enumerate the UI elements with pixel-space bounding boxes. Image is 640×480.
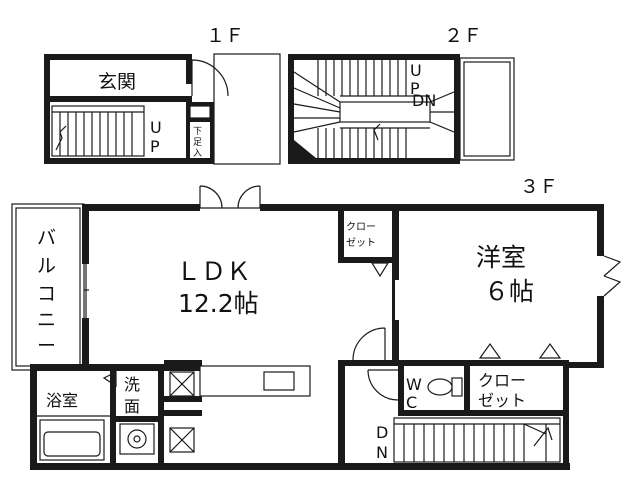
balcony-label-3: コ — [37, 283, 56, 305]
closet-3f-label-2: ゼット — [478, 391, 526, 410]
stairs-2f-dn: DN — [412, 91, 436, 110]
kitchen-counter — [164, 360, 311, 397]
washroom-label-2: 面 — [124, 397, 140, 416]
wc-label-c: C — [406, 393, 417, 412]
shoe-rack-label-3: 入 — [193, 148, 202, 159]
stairs-2f-up-p: P — [410, 79, 420, 98]
stairs-3f — [393, 417, 561, 463]
stairs-1f-up-u: U — [150, 118, 162, 137]
balcony-label-2: ル — [37, 255, 56, 277]
stairs-3f-dn-d: D — [376, 423, 388, 442]
floor-label-1f: １Ｆ — [206, 25, 244, 47]
bath-label: 浴室 — [46, 391, 78, 410]
shoe-rack-label-2: 足 — [193, 137, 202, 148]
floor-1f: 玄関 U P 下 足 入 — [44, 53, 281, 165]
stairs-3f-dn-n: N — [376, 443, 388, 462]
closet-3f-label-1: クロー — [478, 371, 526, 390]
western-room-size-label: ６帖 — [484, 277, 534, 306]
shoe-rack-label-1: 下 — [193, 127, 202, 137]
balcony-label-1: バ — [37, 227, 56, 249]
floor-3f: ＬＤＫ 12.2帖 洋室 ６帖 バ ル コ ニ ー 浴室 洗 面 W C クロー… — [11, 185, 622, 470]
toilet-icon — [427, 377, 463, 397]
closet-ldk-label-2: ゼット — [346, 237, 376, 249]
ldk-size-label: 12.2帖 — [178, 289, 259, 318]
balcony-label-5: ー — [37, 335, 56, 357]
stairs-2f-up-u: U — [410, 61, 422, 80]
entrance-label: 玄関 — [98, 71, 136, 93]
bathtub-icon — [39, 419, 105, 461]
wc-label-w: W — [406, 375, 422, 394]
floor-label-3f: ３Ｆ — [520, 176, 558, 198]
stairs-1f-up-p: P — [150, 137, 160, 156]
closet-ldk-label-1: クロー — [346, 221, 376, 233]
western-room-name-label: 洋室 — [476, 243, 526, 272]
floor-2f: U P DN — [288, 54, 515, 164]
stairs-1f — [51, 105, 145, 157]
ldk-name-label: ＬＤＫ — [176, 257, 251, 286]
floor-label-2f: ２Ｆ — [444, 25, 482, 47]
stairs-2f — [293, 60, 455, 158]
washbasin-icon — [119, 423, 155, 455]
balcony-label-4: ニ — [37, 309, 56, 331]
washroom-label-1: 洗 — [124, 375, 140, 394]
